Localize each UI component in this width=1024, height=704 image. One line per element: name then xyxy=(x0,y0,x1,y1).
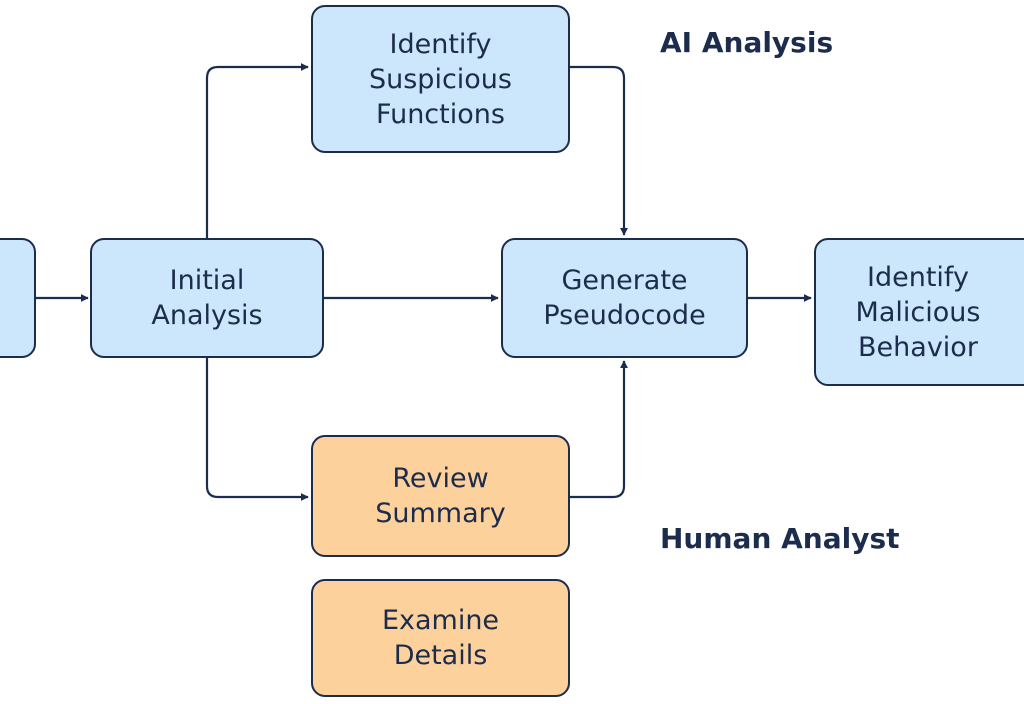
node-text: Identify Suspicious Functions xyxy=(369,27,512,132)
node-line: Generate xyxy=(561,265,688,296)
node-line: Details xyxy=(393,640,488,671)
node-line: Summary xyxy=(375,498,506,529)
node-line: Pseudocode xyxy=(543,300,706,331)
node-line: Analysis xyxy=(151,300,263,331)
node-line: Suspicious xyxy=(368,63,512,95)
identify-malicious-behavior-node: Identify Malicious Behavior xyxy=(814,238,1024,386)
start-node xyxy=(0,238,36,358)
node-line: Initial xyxy=(169,265,245,296)
node-text: Initial Analysis xyxy=(151,263,262,333)
node-line: Review xyxy=(392,463,489,494)
edge-initial-to-suspicious xyxy=(205,63,309,238)
node-text: Identify Malicious Behavior xyxy=(856,260,981,365)
initial-analysis-node: Initial Analysis xyxy=(90,238,324,358)
node-line: Identify xyxy=(389,28,492,60)
node-line: Examine xyxy=(381,605,500,636)
node-text: Review Summary xyxy=(375,461,505,531)
identify-suspicious-functions-node: Identify Suspicious Functions xyxy=(311,5,570,153)
examine-details-node: Examine Details xyxy=(311,579,570,697)
node-line: Identify xyxy=(867,261,969,293)
human-analyst-lane-label: Human Analyst xyxy=(660,522,900,555)
generate-pseudocode-node: Generate Pseudocode xyxy=(501,238,748,358)
edge-review-to-pseudocode xyxy=(570,360,628,499)
node-line: Behavior xyxy=(858,331,978,363)
edge-suspicious-to-pseudocode xyxy=(570,65,628,236)
edge-initial-to-review xyxy=(205,358,309,501)
node-text: Generate Pseudocode xyxy=(543,263,705,333)
ai-analysis-lane-label: AI Analysis xyxy=(660,26,834,59)
node-line: Functions xyxy=(376,98,505,130)
review-summary-node: Review Summary xyxy=(311,435,570,557)
node-text: Examine Details xyxy=(382,603,499,673)
node-line: Malicious xyxy=(855,296,981,328)
